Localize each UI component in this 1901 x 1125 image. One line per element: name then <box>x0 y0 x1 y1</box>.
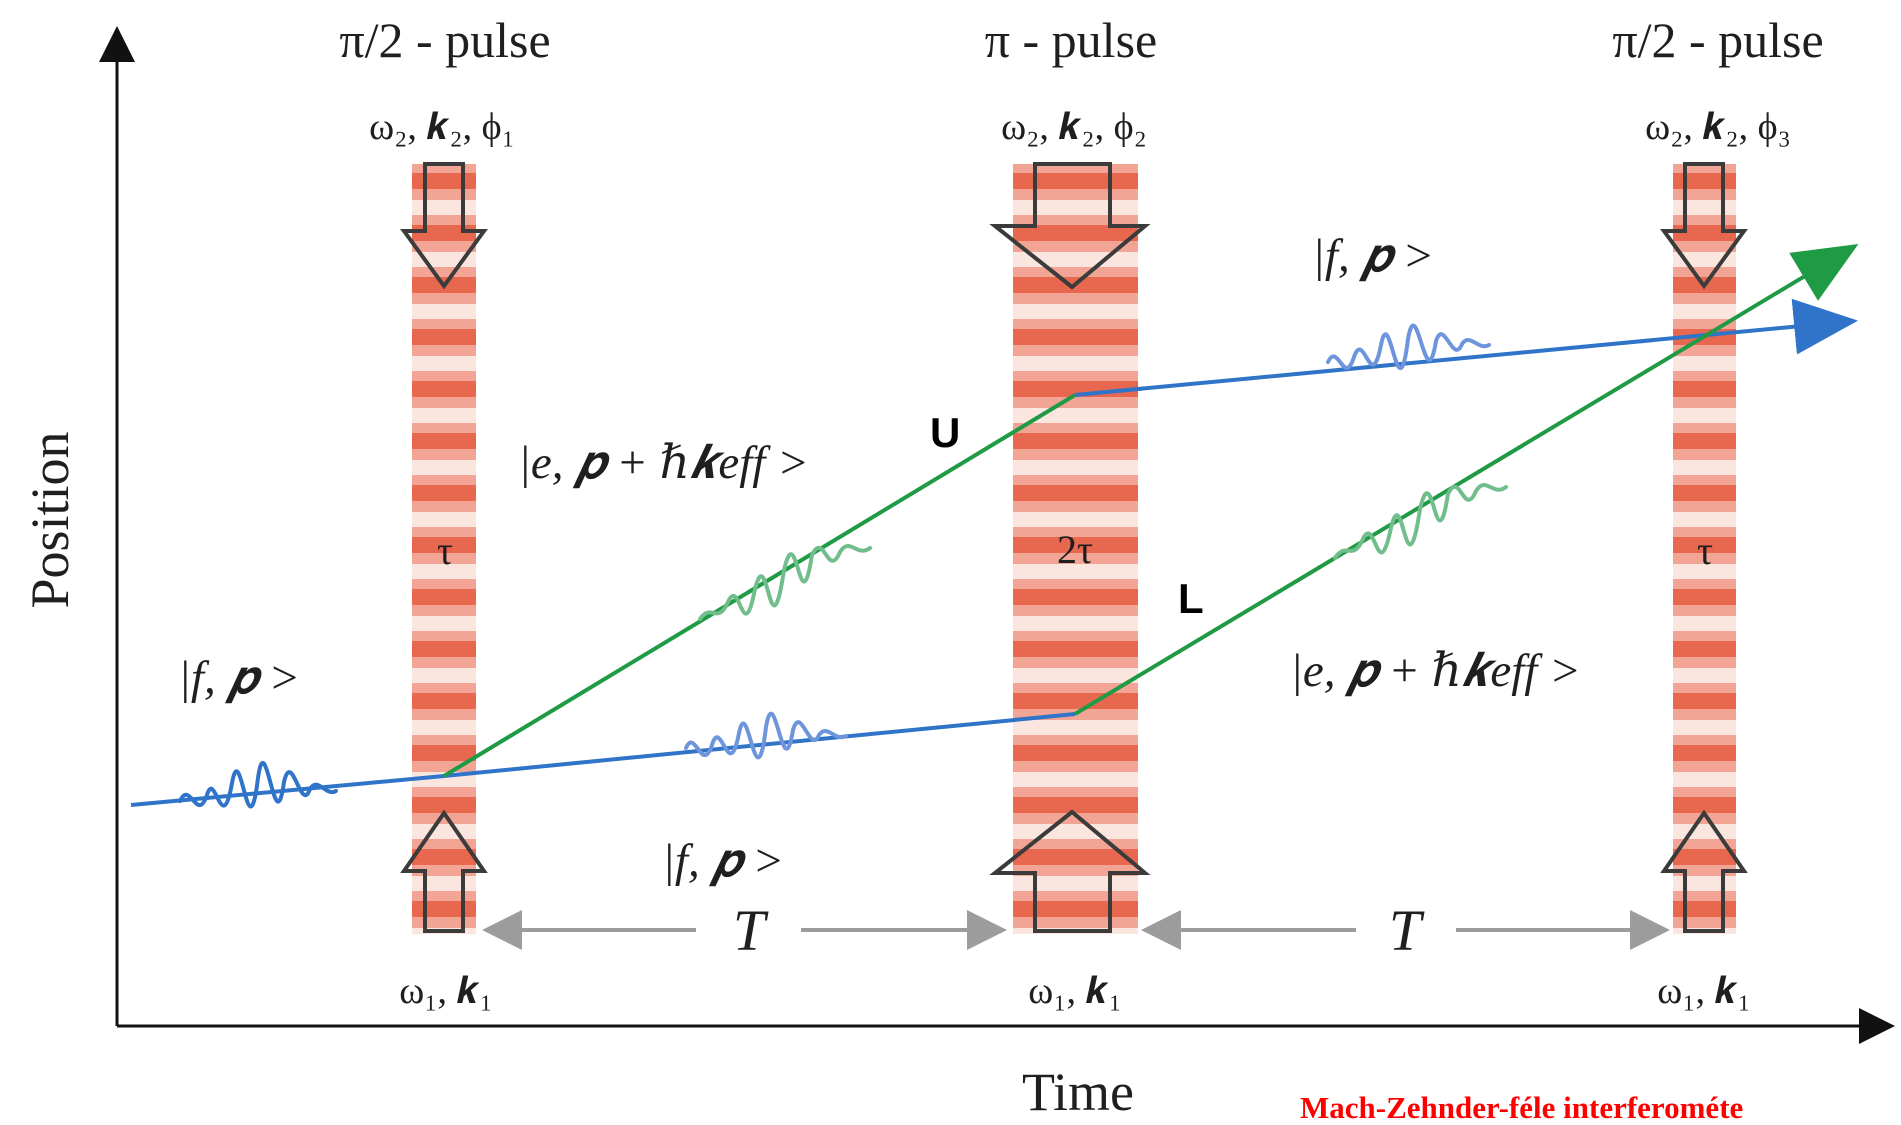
pulse-3: π/2 - pulse ω₂, 𝒌₂, ϕ₃ τ ω₁, 𝒌₁ <box>1612 12 1823 1012</box>
interval-markers: T T <box>482 898 1670 963</box>
pulse-2-bottom-arrow-icon <box>989 809 1151 933</box>
upper-ground-state-label: |f, 𝒑 > <box>1312 230 1434 282</box>
initial-wave-packet-icon <box>178 760 338 809</box>
pulse-3-bottom-arrow-icon <box>1660 809 1748 933</box>
pulse-1-bottom-arrow-icon <box>400 809 488 933</box>
pulse-1-top-params: ω₂, 𝒌₂, ϕ₁ <box>369 106 515 148</box>
pulse-1-beam <box>412 164 476 934</box>
figure-caption: Mach-Zehnder-féle interferométe <box>1300 1090 1743 1125</box>
upper-arm-label: U <box>930 409 960 456</box>
pulse-1-bottom-params: ω₁, 𝒌₁ <box>399 970 492 1012</box>
pulse-2-duration: 2τ <box>1057 527 1093 572</box>
lower-excited-wave-packet-icon <box>1333 483 1508 560</box>
pulse-2-top-arrow-icon <box>989 162 1151 290</box>
pulse-2-top-params: ω₂, 𝒌₂, ϕ₂ <box>1001 106 1147 148</box>
pulse-1: π/2 - pulse ω₂, 𝒌₂, ϕ₁ τ ω₁, 𝒌₁ <box>339 12 550 1012</box>
pulse-3-bottom-params: ω₁, 𝒌₁ <box>1657 970 1750 1012</box>
interferometer-paths <box>130 243 1859 807</box>
y-axis-label: Position <box>20 431 80 608</box>
upper-ground-path <box>1074 298 1858 397</box>
pulse-3-title: π/2 - pulse <box>1612 12 1823 68</box>
lower-ground-path <box>443 712 1076 778</box>
upper-excited-path <box>442 393 1077 778</box>
pulse-3-top-params: ω₂, 𝒌₂, ϕ₃ <box>1645 106 1791 148</box>
pulse-1-duration: τ <box>437 528 453 573</box>
initial-state-label: |f, 𝒑 > <box>178 652 300 704</box>
pulse-2: π - pulse ω₂, 𝒌₂, ϕ₂ 2τ ω₁, 𝒌₁ <box>985 12 1157 1012</box>
interval-1-label: T <box>733 898 769 963</box>
pulse-3-beam <box>1673 164 1736 934</box>
pulse-1-title: π/2 - pulse <box>339 12 550 68</box>
pulse-3-top-arrow-icon <box>1660 162 1748 290</box>
pulse-2-beam <box>1013 164 1138 934</box>
initial-ground-path <box>130 774 445 807</box>
pulse-2-bottom-params: ω₁, 𝒌₁ <box>1028 970 1121 1012</box>
lower-excited-path <box>1073 243 1859 716</box>
interval-2-label: T <box>1389 898 1425 963</box>
upper-excited-state-label: |e, 𝒑 + ℏ𝒌eff > <box>518 437 809 489</box>
pulse-3-duration: τ <box>1697 528 1713 573</box>
pulse-2-title: π - pulse <box>985 12 1157 68</box>
pulse-1-top-arrow-icon <box>400 162 488 290</box>
lower-ground-wave-packet-icon <box>684 711 848 760</box>
x-axis-label: Time <box>1022 1062 1134 1122</box>
lower-arm-label: L <box>1178 575 1204 622</box>
lower-ground-state-label: |f, 𝒑 > <box>662 835 784 887</box>
upper-ground-wave-packet-icon <box>1326 323 1491 371</box>
upper-excited-wave-packet-icon <box>698 544 872 621</box>
lower-excited-state-label: |e, 𝒑 + ℏ𝒌eff > <box>1290 645 1581 697</box>
wave-packets <box>178 323 1508 809</box>
